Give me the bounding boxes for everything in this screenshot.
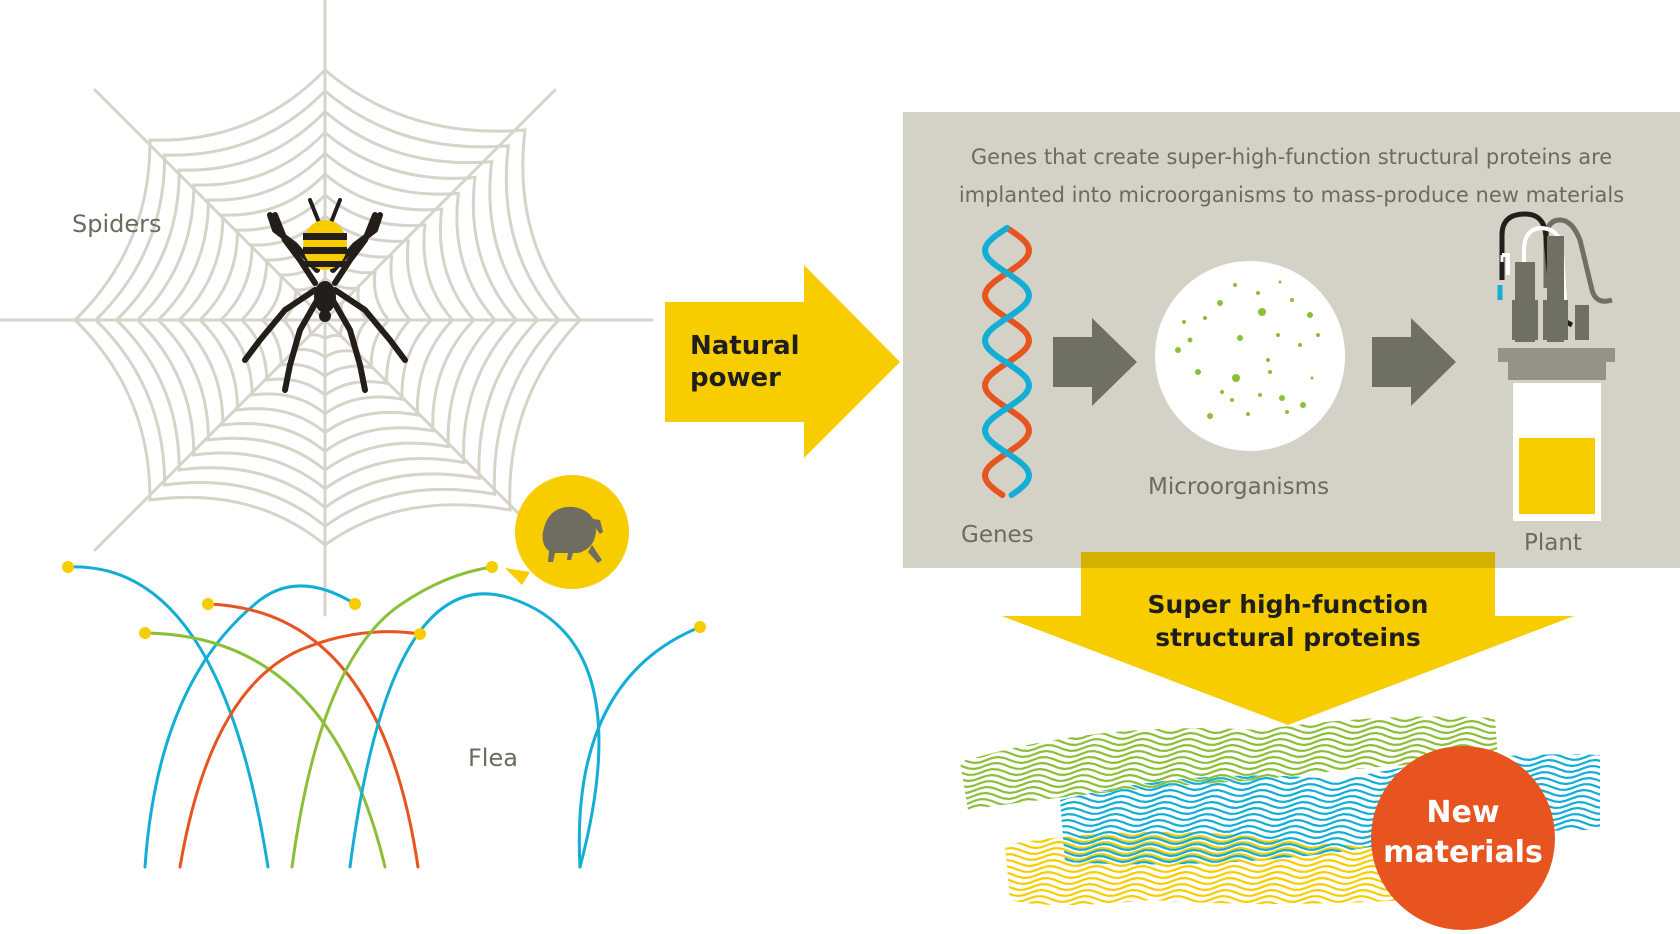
web-ring	[218, 214, 434, 416]
flea-icon	[505, 475, 629, 589]
fiber-strand	[960, 743, 1498, 753]
microorganism-dot	[1307, 312, 1313, 318]
microorganism-dot	[1316, 333, 1320, 337]
fiber-strand	[950, 703, 1508, 709]
microorganism-dot	[1232, 374, 1240, 382]
web-ring	[197, 193, 455, 435]
microorganism-dot	[1266, 358, 1270, 362]
web-spoke	[93, 88, 327, 322]
microorganism-dot	[1195, 369, 1201, 375]
microorganism-dot	[1258, 393, 1262, 397]
proteins-text: Super high-function structural proteins	[1088, 588, 1488, 654]
plant-label: Plant	[1524, 530, 1582, 556]
microorganism-dot	[1230, 398, 1234, 402]
web-ring	[156, 151, 498, 472]
microorganism-dot	[1187, 337, 1193, 343]
microorganism-dot	[1207, 413, 1213, 419]
microorganism-dot	[1203, 316, 1207, 320]
petri-dish-icon	[1155, 261, 1345, 451]
process-arrow-2	[1372, 318, 1456, 406]
microorganism-dot	[1298, 343, 1302, 347]
microorganism-dot	[1279, 395, 1285, 401]
microorganism-dot	[1182, 320, 1186, 324]
fiber-strand	[960, 731, 1498, 741]
natural-power-arrow	[665, 265, 900, 458]
web-ring	[260, 256, 391, 379]
new-materials-line-2: materials	[1383, 835, 1543, 870]
web-ring	[114, 110, 540, 510]
microorganism-dot	[1268, 370, 1272, 374]
microorganism-dot	[1217, 300, 1223, 306]
proteins-arrow	[1002, 552, 1574, 725]
web-ring	[93, 89, 561, 529]
web-ring	[177, 172, 476, 454]
microorganism-dot	[1233, 283, 1237, 287]
web-ring	[72, 68, 583, 547]
new-materials-badge	[1371, 746, 1555, 930]
microorganism-dot	[1276, 333, 1280, 337]
flea-jump-arcs	[62, 561, 706, 869]
web-ring	[135, 131, 519, 491]
genes-label: Genes	[961, 522, 1034, 548]
dna-icon	[982, 225, 1032, 498]
spider-web	[0, 0, 654, 617]
fiber-strand	[960, 749, 1498, 759]
microorganism-dot	[1300, 402, 1306, 408]
microorganism-dot	[1246, 412, 1250, 416]
new-materials-text: New materials	[1373, 793, 1553, 873]
natural-power-line-2: power	[690, 363, 781, 393]
web-spoke	[93, 318, 327, 552]
fiber-strand	[960, 725, 1498, 735]
natural-power-text: Natural power	[690, 330, 820, 394]
proteins-line-2: structural proteins	[1155, 623, 1421, 652]
flea-label: Flea	[468, 744, 518, 772]
new-materials-line-1: New	[1426, 795, 1500, 830]
spider-icon	[242, 198, 408, 393]
microorganism-dot	[1220, 390, 1224, 394]
bioreactor-icon	[1497, 211, 1615, 521]
microorganism-dot	[1278, 280, 1282, 284]
process-description: Genes that create super-high-function st…	[903, 138, 1680, 214]
proteins-line-1: Super high-function	[1147, 590, 1429, 619]
process-arrow-1	[1053, 318, 1137, 406]
microorganisms-label: Microorganisms	[1148, 474, 1330, 500]
fiber-strand	[950, 709, 1508, 715]
microorganism-dot	[1258, 308, 1266, 316]
process-description-line-2: implanted into microorganisms to mass-pr…	[958, 183, 1625, 207]
fiber-strand	[960, 737, 1498, 747]
spiders-label: Spiders	[72, 210, 162, 238]
web-ring	[281, 276, 370, 360]
microorganism-dot	[1310, 376, 1314, 380]
microorganism-dot	[1285, 410, 1289, 414]
microorganism-dot	[1237, 335, 1243, 341]
fiber-strand	[960, 755, 1498, 765]
microorganism-dot	[1175, 347, 1181, 353]
microorganism-dot	[1256, 291, 1260, 295]
process-description-line-1: Genes that create super-high-function st…	[970, 145, 1613, 169]
web-spoke	[323, 88, 557, 322]
arrow-overlap-band	[1081, 552, 1495, 568]
web-ring	[239, 235, 413, 397]
microorganism-dot	[1290, 298, 1294, 302]
natural-power-line-1: Natural	[690, 331, 800, 361]
web-spoke	[323, 318, 557, 552]
